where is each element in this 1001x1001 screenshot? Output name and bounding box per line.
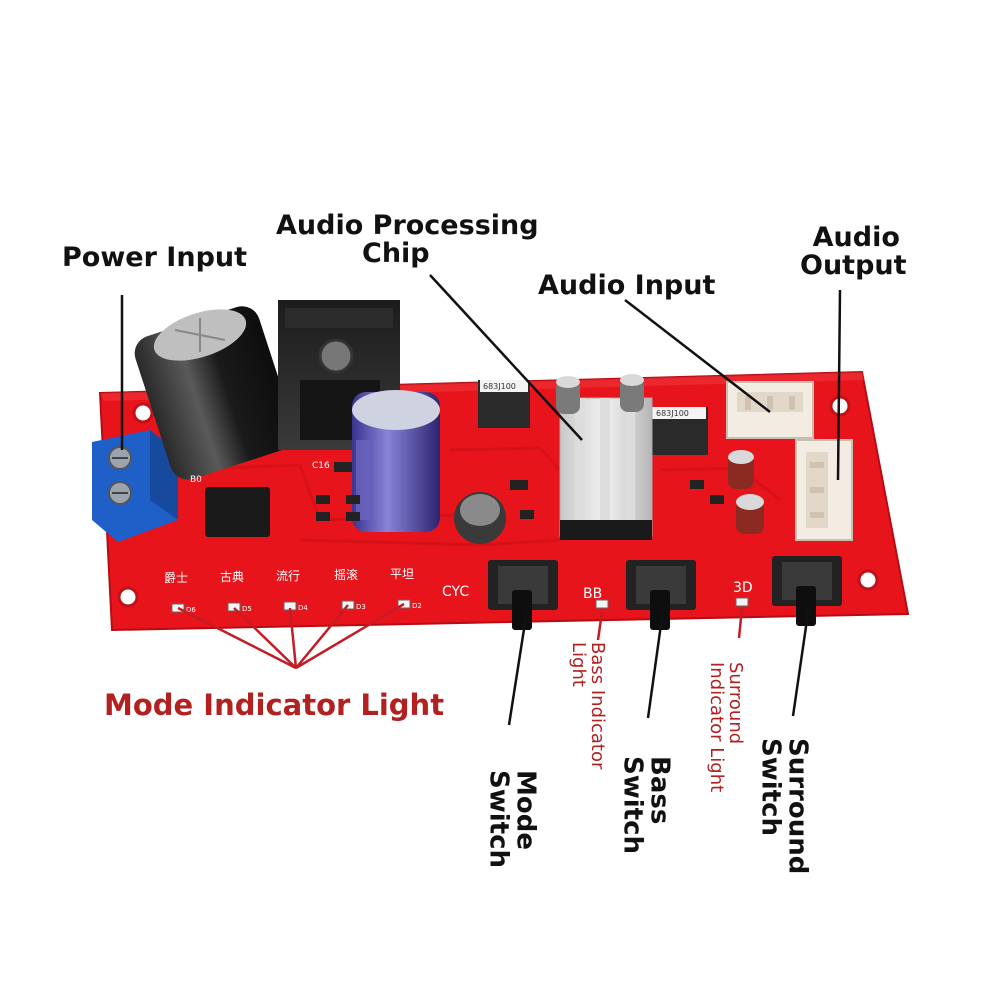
surround-indicator-light-label: Surround Indicator Light xyxy=(705,662,746,842)
audio-input-connector xyxy=(726,381,814,439)
blue-capacitor xyxy=(352,390,440,532)
bass-switch-label: Bass Switch xyxy=(617,756,675,876)
mode-name-silkscreen: 爵士 xyxy=(164,571,188,585)
surround-indicator-light-label-line1: Surround xyxy=(724,662,746,745)
mode-indicator-light-label: Mode Indicator Light xyxy=(104,688,445,722)
svg-text:683J100: 683J100 xyxy=(483,382,516,391)
bass-indicator-led xyxy=(595,599,609,609)
bass-indicator-light-label-line1: Bass Indicator xyxy=(586,642,608,770)
bass-indicator-light-label-line2: Light xyxy=(567,642,589,687)
audio-processing-chip-label: Audio Processing Chip xyxy=(276,210,539,270)
surround-switch-label: Surround Switch xyxy=(755,738,813,888)
led-reference: D4 xyxy=(298,604,308,612)
led-reference: D3 xyxy=(356,603,366,611)
bass-indicator-light-label: Bass Indicator Light xyxy=(567,642,608,812)
led-reference: D2 xyxy=(412,602,422,610)
large-black-capacitor xyxy=(134,306,296,480)
svg-text:3D: 3D xyxy=(733,580,753,596)
mode-name-silkscreen: 平坦 xyxy=(390,567,414,581)
mode-led xyxy=(227,602,241,612)
audio-input-label: Audio Input xyxy=(538,270,716,301)
svg-text:B0: B0 xyxy=(190,475,202,485)
small-capacitors xyxy=(556,374,764,534)
surround-switch-button xyxy=(772,556,842,626)
mode-switch-label: Mode Switch xyxy=(483,770,541,890)
svg-text:C16: C16 xyxy=(312,461,330,471)
power-terminal-block xyxy=(92,430,178,542)
surround-switch-label-line2: Switch xyxy=(755,738,786,837)
leader-lines xyxy=(120,274,842,726)
smd-components xyxy=(316,462,724,521)
surround-switch-label-line1: Surround xyxy=(782,738,813,875)
led-reference: D5 xyxy=(242,605,252,613)
bass-switch-button xyxy=(626,560,696,630)
mode-name-silkscreen: 流行 xyxy=(276,569,300,583)
mounting-hole xyxy=(132,402,154,424)
mode-switch-label-line2: Switch xyxy=(483,770,514,869)
power-input-label: Power Input xyxy=(62,242,248,273)
audio-output-connector xyxy=(795,439,853,541)
led-reference: D6 xyxy=(186,606,196,614)
bass-switch-label-line1: Bass xyxy=(644,756,675,825)
bass-switch-label-line2: Switch xyxy=(617,756,648,855)
mounting-hole xyxy=(117,586,139,608)
mounting-hole xyxy=(857,569,879,591)
small-electrolytic-capacitor xyxy=(454,492,506,544)
svg-text:CYC: CYC xyxy=(442,584,469,600)
mode-switch-button xyxy=(488,560,558,630)
audio-output-label-line2: Output xyxy=(800,250,907,282)
surround-indicator-light-label-line2: Indicator Light xyxy=(705,662,727,793)
audio-processing-chip-label-line2: Chip xyxy=(362,238,430,270)
red-leader-lines xyxy=(177,602,744,670)
mode-name-silkscreen: 古典 xyxy=(220,569,244,584)
svg-text:683J100: 683J100 xyxy=(656,409,689,418)
audio-output-label-line1: Audio xyxy=(812,222,900,253)
surround-indicator-led xyxy=(735,597,749,607)
mode-name-silkscreen: 摇滚 xyxy=(334,567,358,582)
mode-switch-label-line1: Mode xyxy=(510,770,541,850)
bridge-rectifier xyxy=(205,487,270,537)
audio-output-label: Audio Output xyxy=(800,222,907,282)
svg-text:BB: BB xyxy=(583,586,602,602)
audio-processing-chip-heatsink xyxy=(559,397,653,540)
audio-processing-chip-label-line1: Audio Processing xyxy=(276,210,539,241)
